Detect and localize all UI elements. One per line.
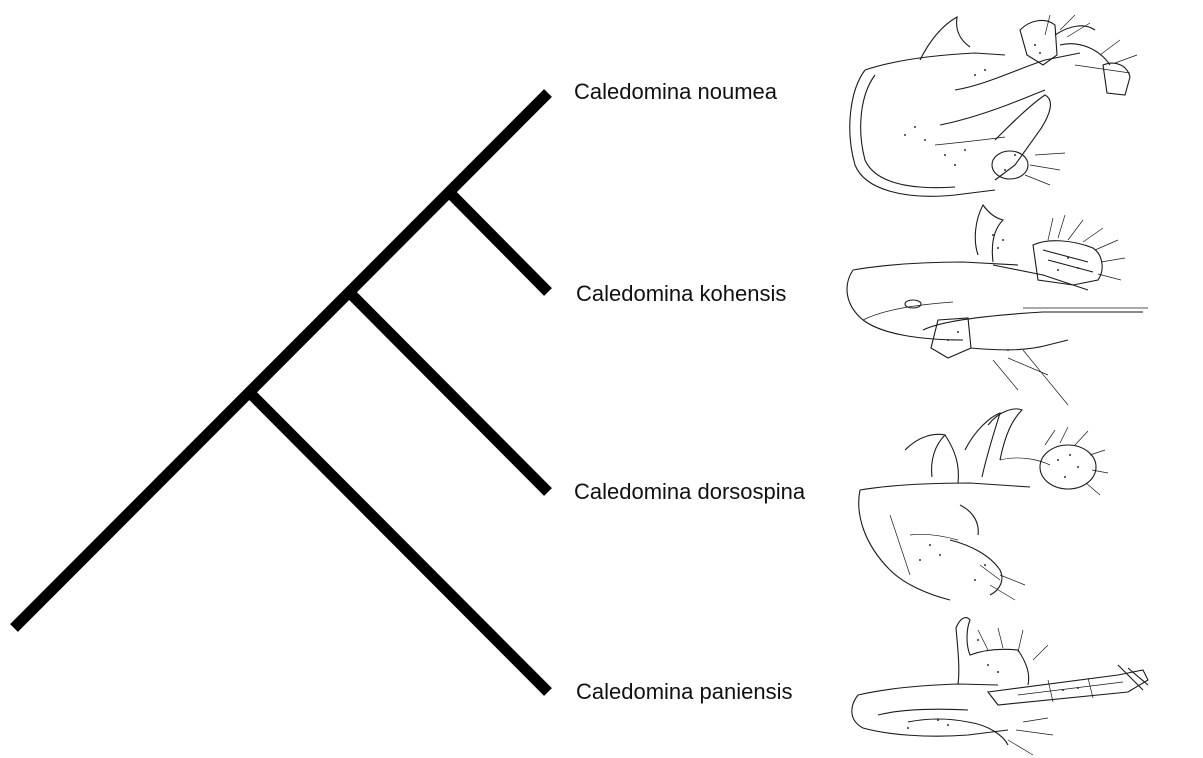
- male-genitalia-illustration-dorsospina: [859, 409, 1108, 600]
- paniensis-branch: [251, 394, 548, 692]
- taxon-label-dorsospina: Caledomina dorsospina: [574, 479, 806, 504]
- taxon-label-paniensis: Caledomina paniensis: [576, 679, 792, 704]
- cladogram: [14, 93, 548, 692]
- taxon-label-noumea: Caledomina noumea: [574, 79, 778, 104]
- male-genitalia-illustration-kohensis: [847, 205, 1148, 405]
- kohensis-branch: [451, 194, 548, 292]
- dorsospina-branch: [351, 294, 548, 492]
- taxon-label-kohensis: Caledomina kohensis: [576, 281, 786, 306]
- root-to-noumea-branch: [14, 93, 548, 628]
- male-genitalia-illustration-noumea: [850, 15, 1137, 196]
- male-genitalia-illustration-paniensis: [852, 618, 1148, 755]
